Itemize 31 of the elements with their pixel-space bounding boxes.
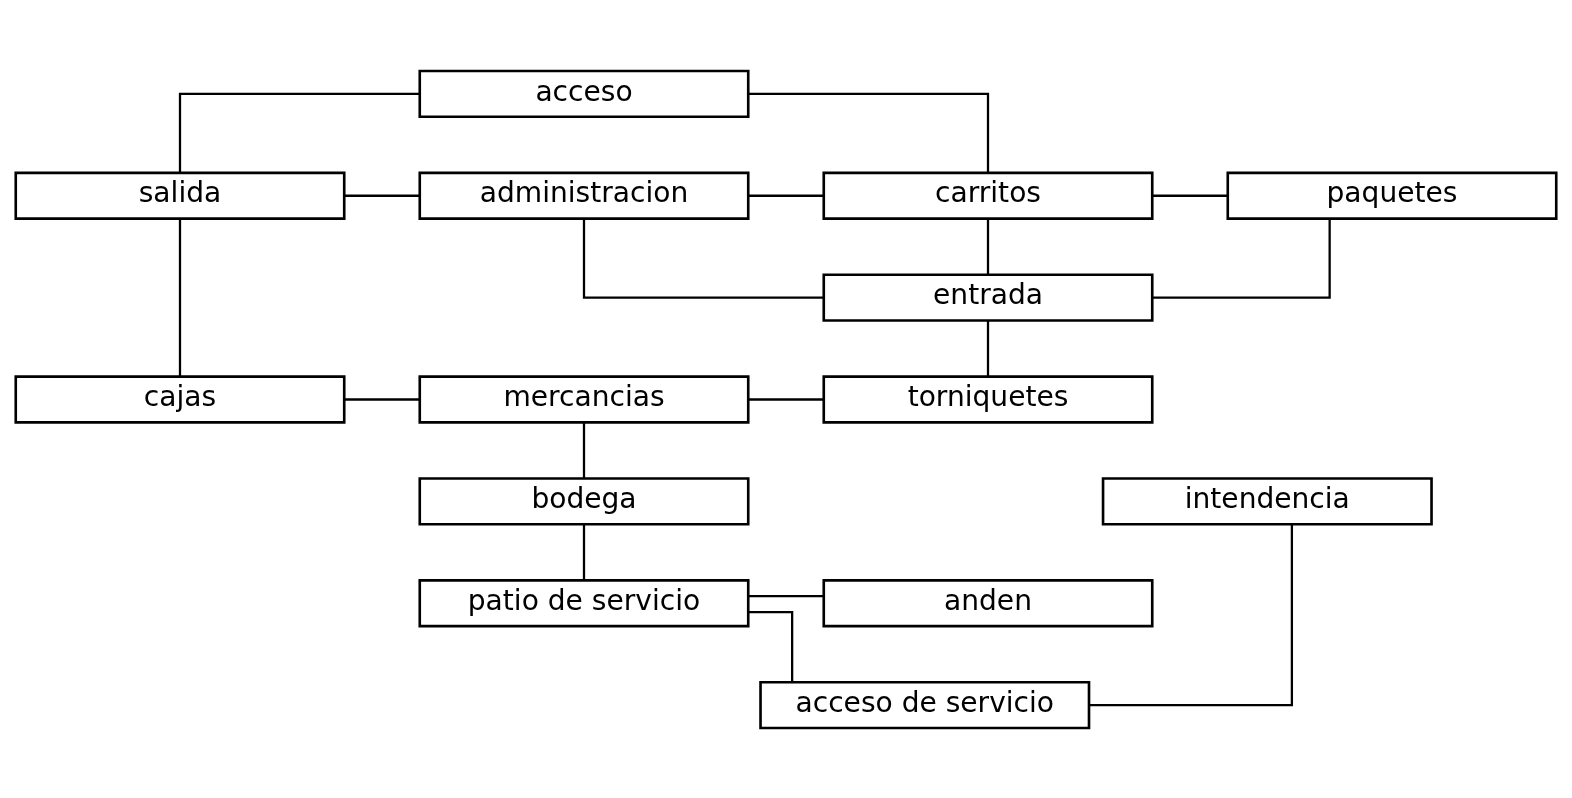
connector (582, 218, 824, 299)
node-box: administracion (418, 171, 750, 220)
node-box: patio de servicio (418, 578, 750, 627)
connector (178, 92, 420, 173)
node-box: anden (822, 578, 1154, 627)
node-box: paquetes (1226, 171, 1558, 220)
connector (582, 524, 586, 580)
node-box: acceso de servicio (759, 680, 1091, 729)
node-box: acceso (418, 69, 750, 118)
connector (178, 218, 182, 376)
node-box: intendencia (1101, 476, 1433, 526)
connector (1152, 218, 1331, 299)
node-box: salida (14, 171, 346, 220)
node-box: carritos (822, 171, 1154, 220)
node-box: cajas (14, 374, 346, 424)
connector (1089, 524, 1294, 706)
connector (986, 320, 990, 376)
node-box: bodega (418, 476, 750, 526)
connector (748, 92, 990, 173)
connector (986, 218, 990, 275)
node-box: mercancias (418, 374, 750, 424)
connector (748, 397, 824, 401)
connector (748, 610, 794, 682)
node-box: torniquetes (822, 374, 1154, 424)
connector (1152, 194, 1228, 197)
connector (344, 194, 420, 197)
connector (344, 397, 420, 401)
node-box: entrada (822, 272, 1154, 322)
connector (748, 194, 824, 197)
connector (748, 594, 824, 597)
connector (582, 422, 586, 478)
